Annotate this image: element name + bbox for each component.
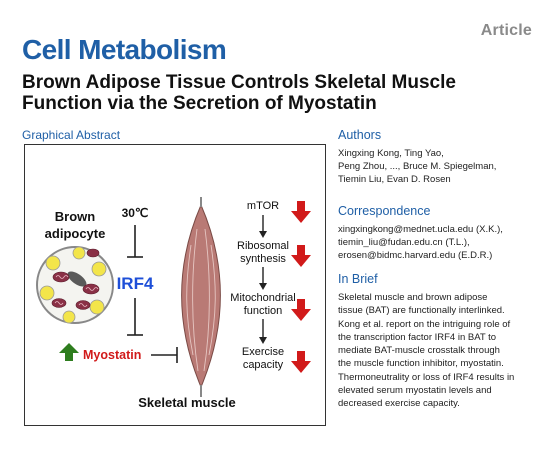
adipocyte-cell-icon xyxy=(36,246,114,324)
correspondence-email[interactable]: erosen@bidmc.harvard.edu (E.D.R.) xyxy=(338,250,493,261)
in-brief-heading: In Brief xyxy=(338,272,378,286)
down-arrow-icon xyxy=(291,351,311,373)
up-arrow-icon xyxy=(59,343,79,361)
in-brief-text: Skeletal muscle and brown adipose tissue… xyxy=(338,291,538,411)
cascade-mito-1: Mitochondrial xyxy=(230,292,295,304)
authors-list: Xingxing Kong, Ting Yao, Peng Zhou, ...,… xyxy=(338,147,538,186)
paper-title: Brown Adipose Tissue Controls Skeletal M… xyxy=(22,72,527,114)
skeletal-muscle-label: Skeletal muscle xyxy=(138,395,236,410)
in-brief-line: tissue (BAT) are functionally interlinke… xyxy=(338,305,505,317)
cascade-mito-2: function xyxy=(244,305,283,317)
inhibition-bar-icon xyxy=(127,298,143,336)
title-line: Brown Adipose Tissue Controls Skeletal M… xyxy=(22,72,456,93)
irf4-label: IRF4 xyxy=(117,274,154,293)
graphical-abstract-label: Graphical Abstract xyxy=(22,128,121,142)
author-line: Xingxing Kong, Ting Yao, xyxy=(338,148,444,159)
correspondence-section: Correspondence xingxingkong@mednet.ucla.… xyxy=(338,204,538,262)
author-line: Peng Zhou, ..., Bruce M. Spiegelman, xyxy=(338,161,497,172)
in-brief-line: Thermoneutrality or loss of IRF4 results… xyxy=(338,371,515,383)
graphical-abstract-svg: Brown adipocyte xyxy=(36,197,311,410)
cascade-arrows xyxy=(259,215,267,344)
down-arrow-icon xyxy=(291,299,311,321)
temperature-label: 30℃ xyxy=(122,206,149,220)
in-brief-line: decreased exercise capacity. xyxy=(338,398,460,410)
down-arrow-icon xyxy=(291,201,311,223)
lipid-droplet xyxy=(62,310,76,324)
myostatin-label: Myostatin xyxy=(83,348,141,362)
journal-name: Cell Metabolism xyxy=(22,34,227,65)
lipid-droplet xyxy=(39,285,55,301)
correspondence-heading: Correspondence xyxy=(338,204,431,218)
in-brief-line: the transcription factor IRF4 in BAT to xyxy=(338,331,497,343)
inhibition-bar-icon xyxy=(151,347,178,363)
title-line: Function via the Secretion of Myostatin xyxy=(22,93,377,114)
graphical-abstract-figure: Brown adipocyte xyxy=(24,144,326,426)
brown-label-2: adipocyte xyxy=(45,226,106,241)
in-brief-line: mediate BAT-muscle crosstalk through xyxy=(338,345,500,357)
in-brief-line: the muscle function inhibitor, myostatin… xyxy=(338,358,504,370)
article-type-label: Article xyxy=(480,22,532,39)
author-line: Tiemin Liu, Evan D. Rosen xyxy=(338,174,451,185)
inhibition-bar-icon xyxy=(127,225,143,258)
cascade-mtor: mTOR xyxy=(247,200,279,212)
correspondence-email[interactable]: tiemin_liu@fudan.edu.cn (T.L.), xyxy=(338,237,470,248)
cascade-ribosomal-1: Ribosomal xyxy=(237,240,289,252)
in-brief-line: elevated serum myostatin levels and xyxy=(338,385,492,397)
nucleus xyxy=(67,271,87,287)
brown-label-1: Brown xyxy=(55,209,96,224)
cascade-ribosomal-2: synthesis xyxy=(240,253,286,265)
down-arrow-icon xyxy=(291,245,311,267)
authors-heading: Authors xyxy=(338,128,382,142)
cascade-exercise-1: Exercise xyxy=(242,346,284,358)
lipid-droplet xyxy=(89,299,105,315)
in-brief-line: Kong et al. report on the intriguing rol… xyxy=(338,318,511,330)
lipid-droplet xyxy=(72,246,86,260)
in-brief-section: In Brief Skeletal muscle and brown adipo… xyxy=(338,272,538,411)
authors-section: Authors Xingxing Kong, Ting Yao, Peng Zh… xyxy=(338,128,538,186)
correspondence-email[interactable]: xingxingkong@mednet.ucla.edu (X.K.), xyxy=(338,224,503,235)
correspondence-list: xingxingkong@mednet.ucla.edu (X.K.), tie… xyxy=(338,223,538,262)
in-brief-line: Skeletal muscle and brown adipose xyxy=(338,292,488,303)
lipid-droplet xyxy=(45,255,61,271)
lipid-droplet xyxy=(91,261,107,277)
cascade-exercise-2: capacity xyxy=(243,359,284,371)
muscle-icon xyxy=(181,197,221,397)
